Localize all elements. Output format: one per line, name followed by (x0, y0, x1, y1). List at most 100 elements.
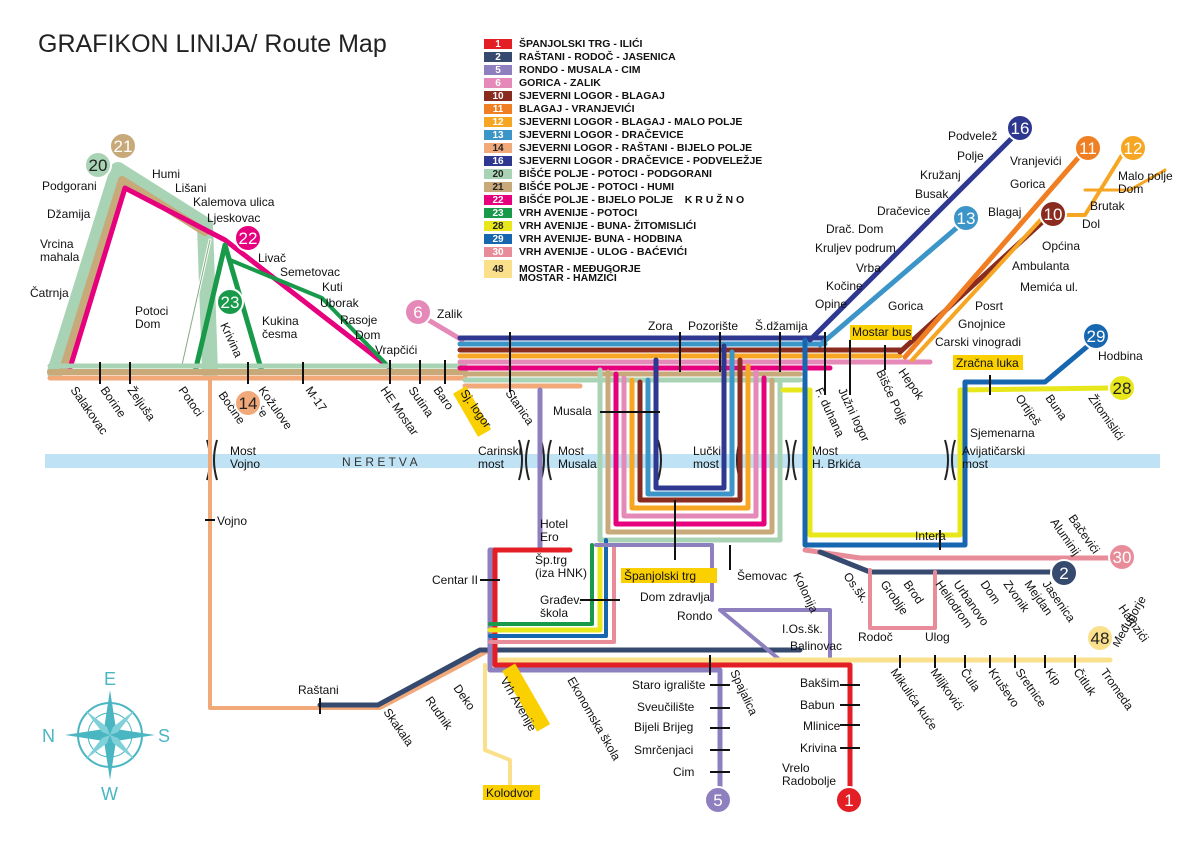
stop-label-rastani: Raštani (298, 683, 339, 697)
stop-label-spanjolski: Španjolski trg (624, 568, 696, 583)
stop-label-busak: Busak (915, 187, 949, 201)
route-badge-14: 14 (234, 389, 262, 417)
route-48-south (483, 663, 512, 792)
route-badge-number: 13 (957, 209, 976, 228)
stop-label-tromeda: Tromeda (1098, 666, 1137, 713)
stop-label-zora: Zora (648, 319, 673, 333)
route-badge-number: 1 (844, 791, 853, 810)
route-badge-16: 16 (1006, 114, 1034, 142)
compass-s: S (158, 726, 170, 746)
stop-label-podvelez: Podvelež (948, 129, 997, 143)
stop-label-buna: Buna (1043, 392, 1071, 423)
stop-label-hodbina: Hodbina (1098, 349, 1143, 363)
stop-label-kolodvor: Kolodvor (486, 786, 533, 800)
route-badge-number: 14 (239, 394, 258, 413)
stop-label-dracevice: Dračevice (877, 204, 931, 218)
route-23-line-b (228, 258, 392, 370)
legend-badge: 5 (483, 63, 513, 76)
stop-label-kalemova: Kalemova ulica (193, 195, 275, 209)
legend-row: 10 SJEVERNI LOGOR - BLAGAJ (483, 89, 762, 102)
compass-e: E (104, 669, 116, 689)
legend-badge: 48 (483, 259, 513, 279)
stop-label-gnojnice: Gnojnice (958, 317, 1006, 331)
stop-label-blagaj: Blagaj (988, 205, 1021, 219)
stop-label-sveuciliste: Sveučilište (637, 700, 695, 714)
legend-route-name: VRH AVENIJE - ULOG - BAĆEVIĆI (519, 245, 688, 258)
legend-route-name: VRH AVENIJE - POTOCI (519, 206, 638, 219)
legend-route-name: SJEVERNI LOGOR - BLAGAJ (519, 89, 665, 102)
highlight-boxes (453, 325, 1023, 800)
legend-row: 48 MOSTAR - MEĐUGORJE (483, 258, 762, 280)
route-badge-20: 20 (84, 151, 112, 179)
stop-label-gorica2: Gorica (1010, 177, 1046, 191)
stop-label-livac: Livač (258, 251, 286, 265)
legend-badge: 29 (483, 232, 513, 245)
route-badge-1: 1 (835, 786, 863, 814)
stop-label-kip: Kip (1043, 666, 1065, 689)
stop-label-lisani: Lišani (175, 181, 206, 195)
stop-label-dracdom: Drač. Dom (826, 222, 883, 236)
legend-route-name: VRH AVENIJE - BUNA- ŽITOMISLIĆI (519, 219, 697, 232)
avenue-bundle (487, 538, 714, 644)
route-badge-28: 28 (1108, 374, 1136, 402)
stop-label-rudnik: Rudnik (423, 694, 456, 733)
route-badge-number: 20 (89, 156, 108, 175)
stop-label-dol: Dol (1082, 217, 1100, 231)
legend-route-name: RAŠTANI - RODOČ - JASENICA (519, 50, 676, 63)
stop-label-sjemenarna: Sjemenarna (970, 426, 1035, 440)
compass-w: W (101, 784, 118, 804)
legend-badge: 12 (483, 115, 513, 128)
route-11-line (902, 147, 1088, 360)
stop-label-skakala: Skakala (381, 706, 417, 749)
route-23-line (192, 242, 265, 375)
stop-label-baksim: Bakšim (800, 676, 839, 690)
legend-badge: 10 (483, 89, 513, 102)
route-22-line (67, 185, 393, 371)
route-badge-29: 29 (1082, 322, 1110, 350)
main-bundle (457, 335, 933, 389)
stop-label-kuti: Kuti (322, 280, 343, 294)
stop-label-rasoje: Rasoje (340, 313, 378, 327)
stop-label-citluk: Čitluk (1071, 665, 1101, 699)
route-badge-number: 12 (1124, 139, 1143, 158)
stop-label-brutak: Brutak (1090, 199, 1126, 213)
stop-label-pozoriste: Pozorište (688, 319, 738, 333)
stop-label-krivina_s: Krivina (800, 741, 837, 755)
stop-label-rodoc: Rodoč (858, 630, 893, 644)
stop-label-dom: Dom (355, 328, 380, 342)
legend-route-name: SJEVERNI LOGOR - BLAGAJ - MALO POLJE (519, 115, 743, 128)
route-badge-number: 5 (713, 791, 722, 810)
legend-badge: 14 (483, 141, 513, 154)
route-badge-30: 30 (1108, 543, 1136, 571)
legend-row: 12 SJEVERNI LOGOR - BLAGAJ - MALO POLJE (483, 115, 762, 128)
route-badge-number: 11 (1079, 139, 1097, 158)
route-badge-21: 21 (109, 132, 137, 160)
legend-route-name: SJEVERNI LOGOR - DRAČEVICE (519, 128, 684, 141)
stop-label-stanica: Stanica (503, 387, 538, 428)
legend-route-name: MOSTAR - MEĐUGORJE (519, 263, 641, 275)
route-badge-23: 23 (216, 288, 244, 316)
stop-label-centar2: Centar II (432, 573, 478, 587)
route-badge-5: 5 (704, 786, 732, 814)
stop-label-dzamija: Džamija (47, 207, 91, 221)
route-2-line (317, 647, 803, 708)
route-16-line (807, 132, 1018, 343)
route-badge-number: 10 (1044, 205, 1063, 224)
stop-label-ossk: Os.šk. (841, 570, 872, 606)
stop-label-humi: Humi (152, 167, 180, 181)
stop-label-smrcenjaci: Smrčenjaci (634, 743, 693, 757)
stop-label-dom2: Dom (978, 578, 1004, 607)
compass-n: N (42, 726, 55, 746)
stop-label-deko: Deko (451, 682, 479, 713)
